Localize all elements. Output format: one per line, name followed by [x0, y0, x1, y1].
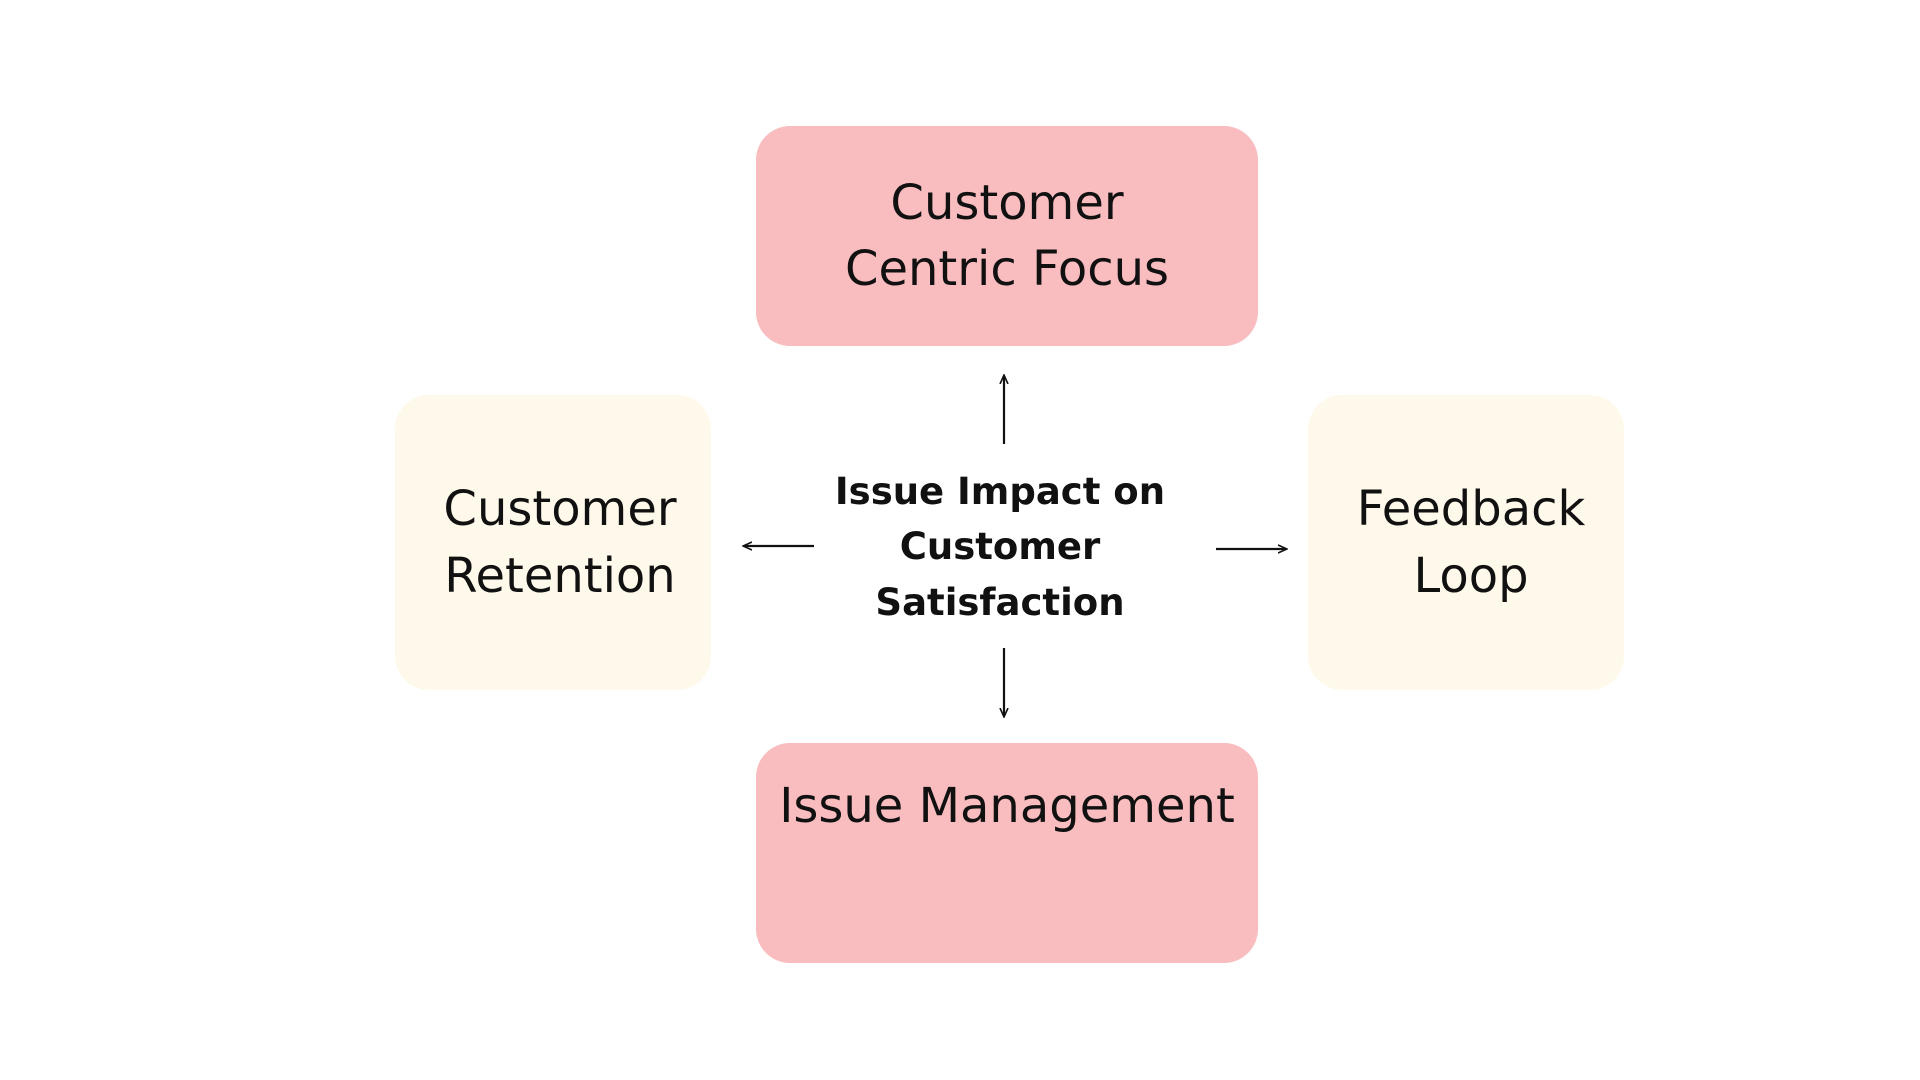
node-top-label: Customer Centric Focus [845, 170, 1169, 302]
node-left-line-1: Customer [443, 481, 677, 538]
center-topic: Issue Impact on Customer Satisfaction [800, 462, 1200, 632]
center-line-1: Issue Impact on [834, 469, 1166, 513]
node-bottom-label: Issue Management [779, 773, 1235, 839]
node-feedback-loop: Feedback Loop [1308, 395, 1624, 690]
node-right-line-1: Feedback [1356, 481, 1586, 538]
center-line-3: Satisfaction [875, 580, 1125, 624]
node-customer-retention: Customer Retention [395, 395, 711, 690]
node-right-label: Feedback Loop [1357, 476, 1586, 608]
center-topic-label: Issue Impact on Customer Satisfaction [835, 464, 1165, 631]
node-left-label: Customer Retention [443, 476, 676, 608]
node-issue-management: Issue Management [756, 743, 1258, 963]
node-top-line-1: Customer [890, 174, 1124, 231]
center-line-2: Customer [899, 525, 1101, 569]
node-left-line-2: Retention [444, 547, 676, 604]
node-right-line-2: Loop [1413, 547, 1529, 604]
node-bottom-line-1: Issue Management [779, 778, 1235, 834]
node-top-line-2: Centric Focus [844, 241, 1170, 297]
node-customer-centric-focus: Customer Centric Focus [756, 126, 1258, 346]
